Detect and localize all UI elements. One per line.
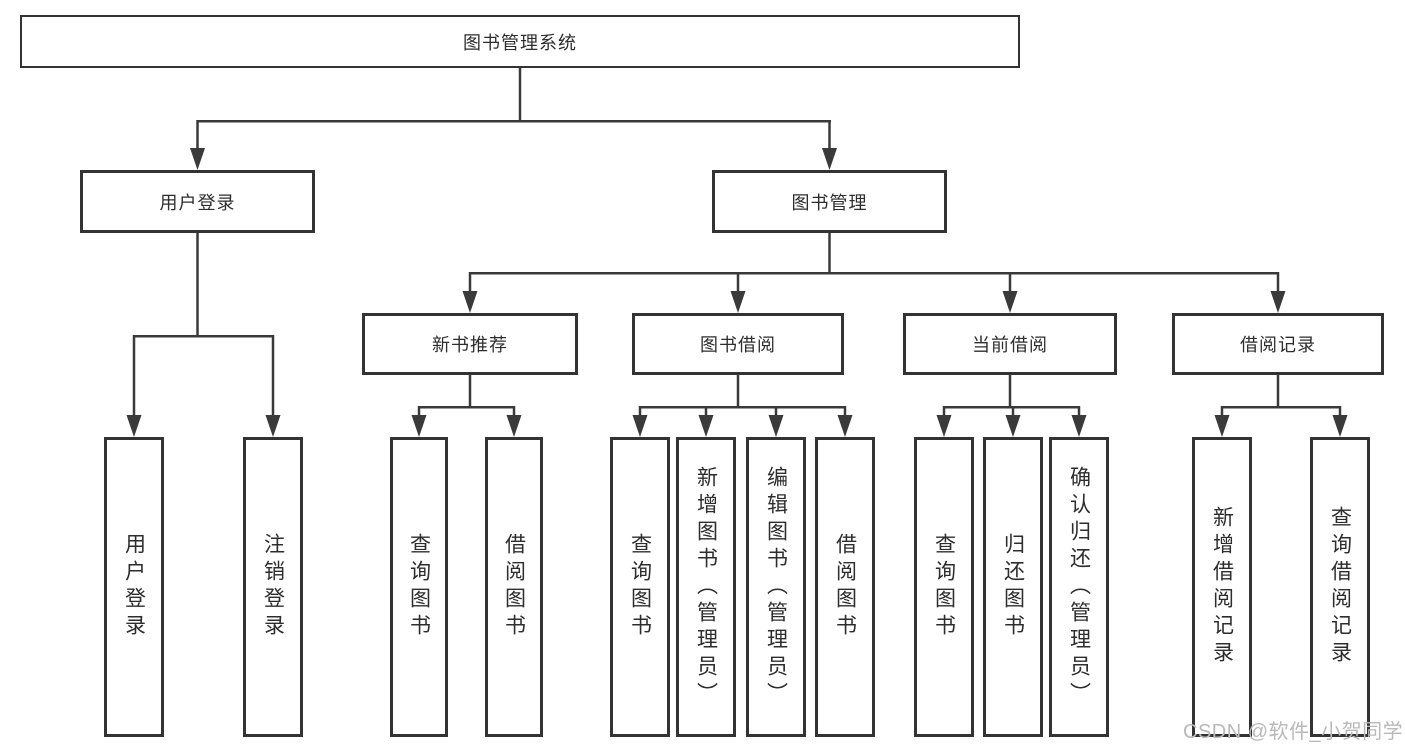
node-current-borrowing: 当前借阅 (903, 313, 1117, 375)
leaf-return-books: 归还图书 (983, 437, 1043, 737)
leaf-query-books-2: 查询图书 (610, 437, 670, 737)
node-label: 图书管理 (791, 192, 868, 213)
arrowhead (837, 415, 853, 437)
arrowhead (1332, 415, 1348, 437)
node-label: 借阅记录 (1240, 335, 1316, 355)
leaf-logout: 注销登录 (243, 437, 303, 737)
leaf-edit-books-admin: 编辑图书（管理员） (746, 437, 806, 737)
connector-root-to-level2 (190, 68, 837, 170)
connector-current-borrow-to-leaves (936, 375, 1087, 437)
leaf-label: 归还图书 (1001, 533, 1025, 641)
leaf-label: 新增图书（管理员） (694, 465, 718, 709)
arrowhead (698, 415, 714, 437)
node-label: 用户登录 (159, 192, 236, 213)
node-label: 图书管理系统 (463, 32, 577, 53)
arrowhead (462, 291, 478, 313)
connector-book-mgmt-to-level3 (462, 233, 1286, 313)
leaf-label: 借阅图书 (502, 533, 526, 641)
leaf-label: 查询图书 (932, 533, 956, 641)
arrowhead (190, 148, 205, 170)
leaf-borrow-books-1: 借阅图书 (485, 437, 543, 737)
node-book-borrowing: 图书借阅 (632, 313, 844, 375)
node-book-management: 图书管理 (712, 170, 947, 233)
leaf-label: 借阅图书 (833, 533, 857, 641)
arrowhead (126, 415, 142, 437)
leaf-add-borrow-record: 新增借阅记录 (1192, 437, 1252, 737)
arrowhead (822, 148, 837, 170)
arrowhead (1270, 291, 1286, 313)
node-borrowing-records: 借阅记录 (1172, 313, 1384, 375)
connector-new-book-to-leaves (411, 375, 522, 437)
node-label: 图书借阅 (700, 335, 776, 355)
arrowhead (1214, 415, 1230, 437)
connector-book-borrow-to-leaves (632, 375, 853, 437)
arrowhead (1071, 415, 1087, 437)
node-label: 新书推荐 (432, 335, 508, 355)
node-label: 当前借阅 (972, 335, 1048, 355)
arrowhead (411, 415, 427, 437)
arrowhead (768, 415, 784, 437)
arrowhead (265, 415, 281, 437)
leaf-query-books-3: 查询图书 (914, 437, 974, 737)
node-new-book-recommendation: 新书推荐 (362, 313, 578, 375)
leaf-borrow-books-2: 借阅图书 (815, 437, 875, 737)
leaf-label: 用户登录 (122, 533, 146, 641)
arrowhead (1002, 291, 1018, 313)
arrowhead (506, 415, 522, 437)
leaf-query-borrow-record: 查询借阅记录 (1310, 437, 1370, 737)
leaf-user-login: 用户登录 (104, 437, 164, 737)
node-library-management-system: 图书管理系统 (20, 15, 1020, 68)
leaf-confirm-return-admin: 确认归还（管理员） (1049, 437, 1109, 737)
leaf-label: 查询借阅记录 (1328, 506, 1352, 668)
connector-user-login-to-leaves (126, 233, 281, 437)
leaf-label: 确认归还（管理员） (1067, 465, 1091, 709)
connector-borrow-record-to-leaves (1214, 375, 1348, 437)
leaf-label: 编辑图书（管理员） (764, 465, 788, 709)
arrowhead (632, 415, 648, 437)
node-user-login: 用户登录 (80, 170, 315, 233)
arrowhead (730, 291, 746, 313)
leaf-query-books-1: 查询图书 (390, 437, 448, 737)
leaf-add-books-admin: 新增图书（管理员） (676, 437, 736, 737)
leaf-label: 注销登录 (261, 533, 285, 641)
leaf-label: 查询图书 (628, 533, 652, 641)
leaf-label: 查询图书 (407, 533, 431, 641)
csdn-watermark: CSDN @软件_小贺同学 (1183, 721, 1404, 743)
leaf-label: 新增借阅记录 (1210, 506, 1234, 668)
arrowhead (936, 415, 952, 437)
arrowhead (1005, 415, 1021, 437)
